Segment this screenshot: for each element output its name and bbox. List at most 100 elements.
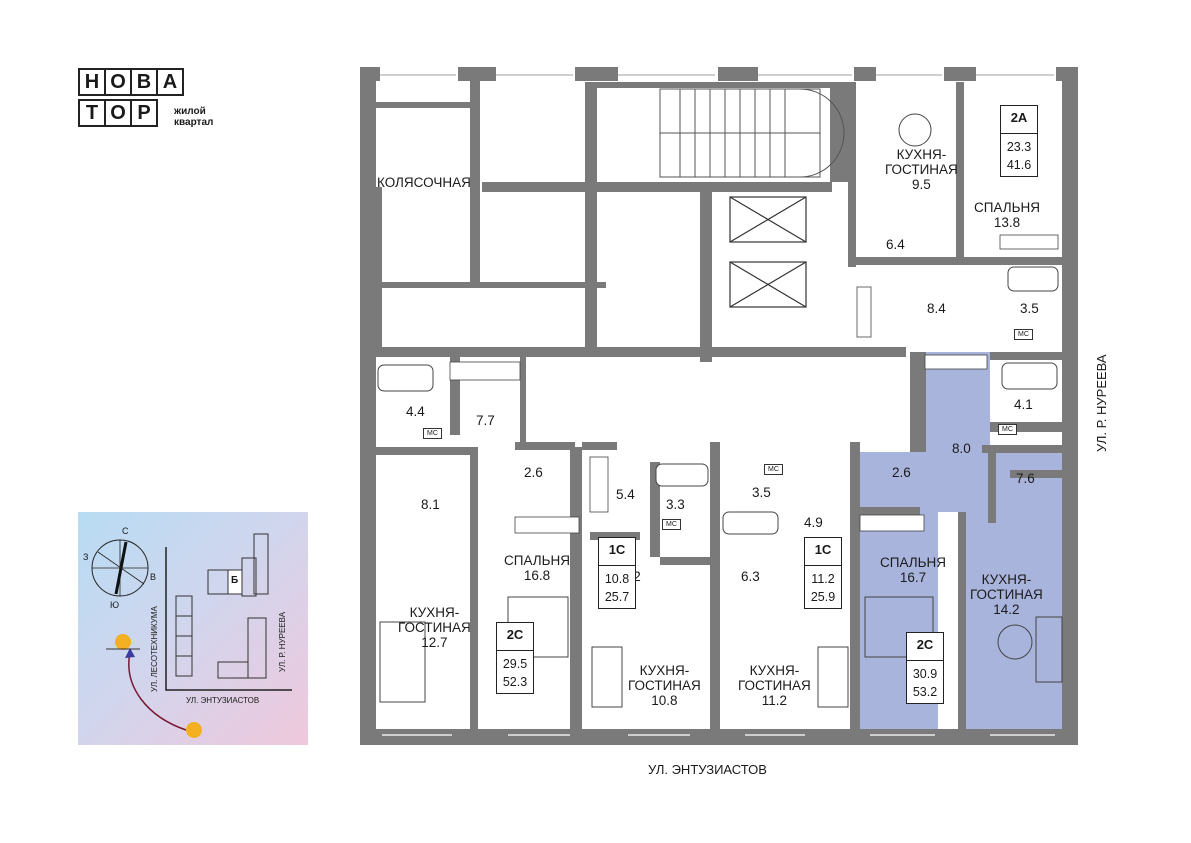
room-label-line: ГОСТИНАЯ [970, 587, 1043, 602]
total-area: 25.7 [604, 590, 630, 604]
windows [380, 74, 1055, 736]
room-label-line: КУХНЯ- [639, 663, 690, 678]
total-area: 41.6 [1006, 158, 1032, 172]
minimap-drawing [91, 533, 292, 738]
minimap-street-bottom: УЛ. ЭНТУЗИАСТОВ [186, 696, 260, 705]
room-label-kolyasochnaya: КОЛЯСОЧНАЯ [377, 175, 471, 190]
room-area: 4.4 [406, 404, 425, 419]
room-area: 13.8 [993, 215, 1021, 230]
room-label-line: КУХНЯ- [896, 147, 947, 162]
sun-path-arrow [128, 651, 187, 731]
logo-letter: В [130, 68, 158, 96]
minimap-street-right: УЛ. Р. НУРЕЕВА [278, 611, 287, 672]
location-minimap: С Ю З В Б УЛ. ЛЕСОТЕХНИКУМА УЛ. Р. НУРЕЕ… [78, 512, 308, 745]
street-label-bottom: УЛ. ЭНТУЗИАСТОВ [648, 762, 767, 777]
logo-letter: О [104, 99, 132, 127]
ms-marker: МС [764, 464, 783, 475]
room-area: 8.0 [952, 441, 971, 456]
logo-row-top: Н О В А [78, 68, 184, 96]
room-area: 5.4 [616, 487, 635, 502]
room-label-line: СПАЛЬНЯ [880, 555, 946, 570]
room-area: 7.7 [476, 413, 495, 428]
logo-row-bottom: Т О Р [78, 99, 158, 127]
total-area: 25.9 [810, 590, 836, 604]
room-label-line: СПАЛЬНЯ [504, 553, 570, 568]
room-label-kitchen-left: КУХНЯ- ГОСТИНАЯ 12.7 [398, 605, 471, 650]
room-label-line: СПАЛЬНЯ [974, 200, 1040, 215]
apartment-areas: 10.8 25.7 [599, 565, 635, 608]
compass-east: В [150, 572, 157, 582]
room-label-line: КУХНЯ- [749, 663, 800, 678]
furniture [379, 113, 1063, 708]
floor-plan-drawing [360, 67, 1078, 745]
compass-north: С [122, 526, 129, 536]
room-label-line: ГОСТИНАЯ [885, 162, 958, 177]
room-area: 12.7 [421, 635, 448, 650]
logo-letter: О [104, 68, 132, 96]
room-area: 4.9 [804, 515, 823, 530]
compass-south: Ю [110, 600, 120, 610]
logo-subtitle-line2: квартал [174, 117, 214, 128]
living-area: 30.9 [912, 667, 938, 681]
bathtubs [377, 266, 1059, 535]
room-label-bedroom-2a: СПАЛЬНЯ 13.8 [974, 200, 1040, 230]
room-area: 3.5 [752, 485, 771, 500]
minimap-building-marker: Б [231, 575, 239, 586]
compass-west: З [83, 552, 89, 562]
room-area: 6.4 [886, 237, 905, 252]
apartment-areas: 23.3 41.6 [1001, 133, 1037, 176]
living-area: 29.5 [502, 657, 528, 671]
room-area: 16.7 [899, 570, 927, 585]
apartment-tag-2c-left[interactable]: 2С 29.5 52.3 [496, 622, 534, 694]
highlighted-apartment [925, 352, 1078, 729]
sunrise-icon [115, 634, 131, 650]
minimap-street-lines [165, 547, 292, 691]
room-area: 4.1 [1014, 397, 1033, 412]
room-area: 8.1 [421, 497, 440, 512]
room-label-line: ГОСТИНАЯ [628, 678, 701, 693]
logo-subtitle: жилой квартал [174, 106, 213, 128]
room-area: 3.5 [1020, 301, 1039, 316]
ms-marker: МС [1014, 329, 1033, 340]
apartment-tag-1c-a[interactable]: 1С 10.8 25.7 [598, 537, 636, 609]
room-area: 2.6 [892, 465, 911, 480]
room-area: 14.2 [993, 602, 1020, 617]
apartment-tag-2c-right[interactable]: 2С 30.9 53.2 [906, 632, 944, 704]
logo-letter: Н [78, 68, 106, 96]
apartment-tag-2a[interactable]: 2А 23.3 41.6 [1000, 105, 1038, 177]
minimap-street-left: УЛ. ЛЕСОТЕХНИКУМА [150, 606, 159, 692]
apartment-type: 2А [1010, 110, 1028, 125]
room-label-line: ГОСТИНАЯ [398, 620, 471, 635]
room-area: 3.3 [666, 497, 685, 512]
logo-letter: А [156, 68, 184, 96]
room-label-line: КУХНЯ- [409, 605, 460, 620]
floor-plan: КОЛЯСОЧНАЯ КУХНЯ- ГОСТИНАЯ 9.5 СПАЛЬНЯ 1… [360, 67, 1078, 745]
ms-marker: МС [998, 424, 1017, 435]
apartment-type: 2С [506, 627, 524, 642]
minimap-buildings [175, 533, 269, 679]
room-area: 7.6 [1016, 471, 1035, 486]
room-area: 11.2 [761, 693, 788, 708]
sun-icon [186, 722, 202, 738]
total-area: 52.3 [502, 675, 528, 689]
room-label-bedroom-2c-left: СПАЛЬНЯ 16.8 [504, 553, 570, 583]
room-label-kitchen-2a: КУХНЯ- ГОСТИНАЯ 9.5 [885, 147, 958, 192]
apartment-type: 2С [916, 637, 934, 652]
living-area: 10.8 [604, 572, 630, 586]
room-area: 6.3 [741, 569, 760, 584]
logo: Н О В А Т О Р жилой квартал [78, 68, 228, 134]
room-area: 9.5 [912, 177, 931, 192]
apartment-tag-1c-b[interactable]: 1С 11.2 25.9 [804, 537, 842, 609]
room-label-bedroom-2c-right: СПАЛЬНЯ 16.7 [880, 555, 946, 585]
ms-marker: МС [423, 428, 442, 439]
apartment-areas: 11.2 25.9 [805, 565, 841, 608]
total-area: 53.2 [912, 685, 938, 699]
room-label-kitchen-1c-a: КУХНЯ- ГОСТИНАЯ 10.8 [628, 663, 701, 708]
room-area: 10.8 [651, 693, 678, 708]
room-label-kitchen-right: КУХНЯ- ГОСТИНАЯ 14.2 [970, 572, 1043, 617]
room-label-line: КУХНЯ- [981, 572, 1032, 587]
wardrobes [449, 234, 1059, 534]
living-area: 11.2 [811, 572, 835, 586]
apartment-type: 1С [608, 542, 626, 557]
room-area: 8.4 [927, 301, 946, 316]
